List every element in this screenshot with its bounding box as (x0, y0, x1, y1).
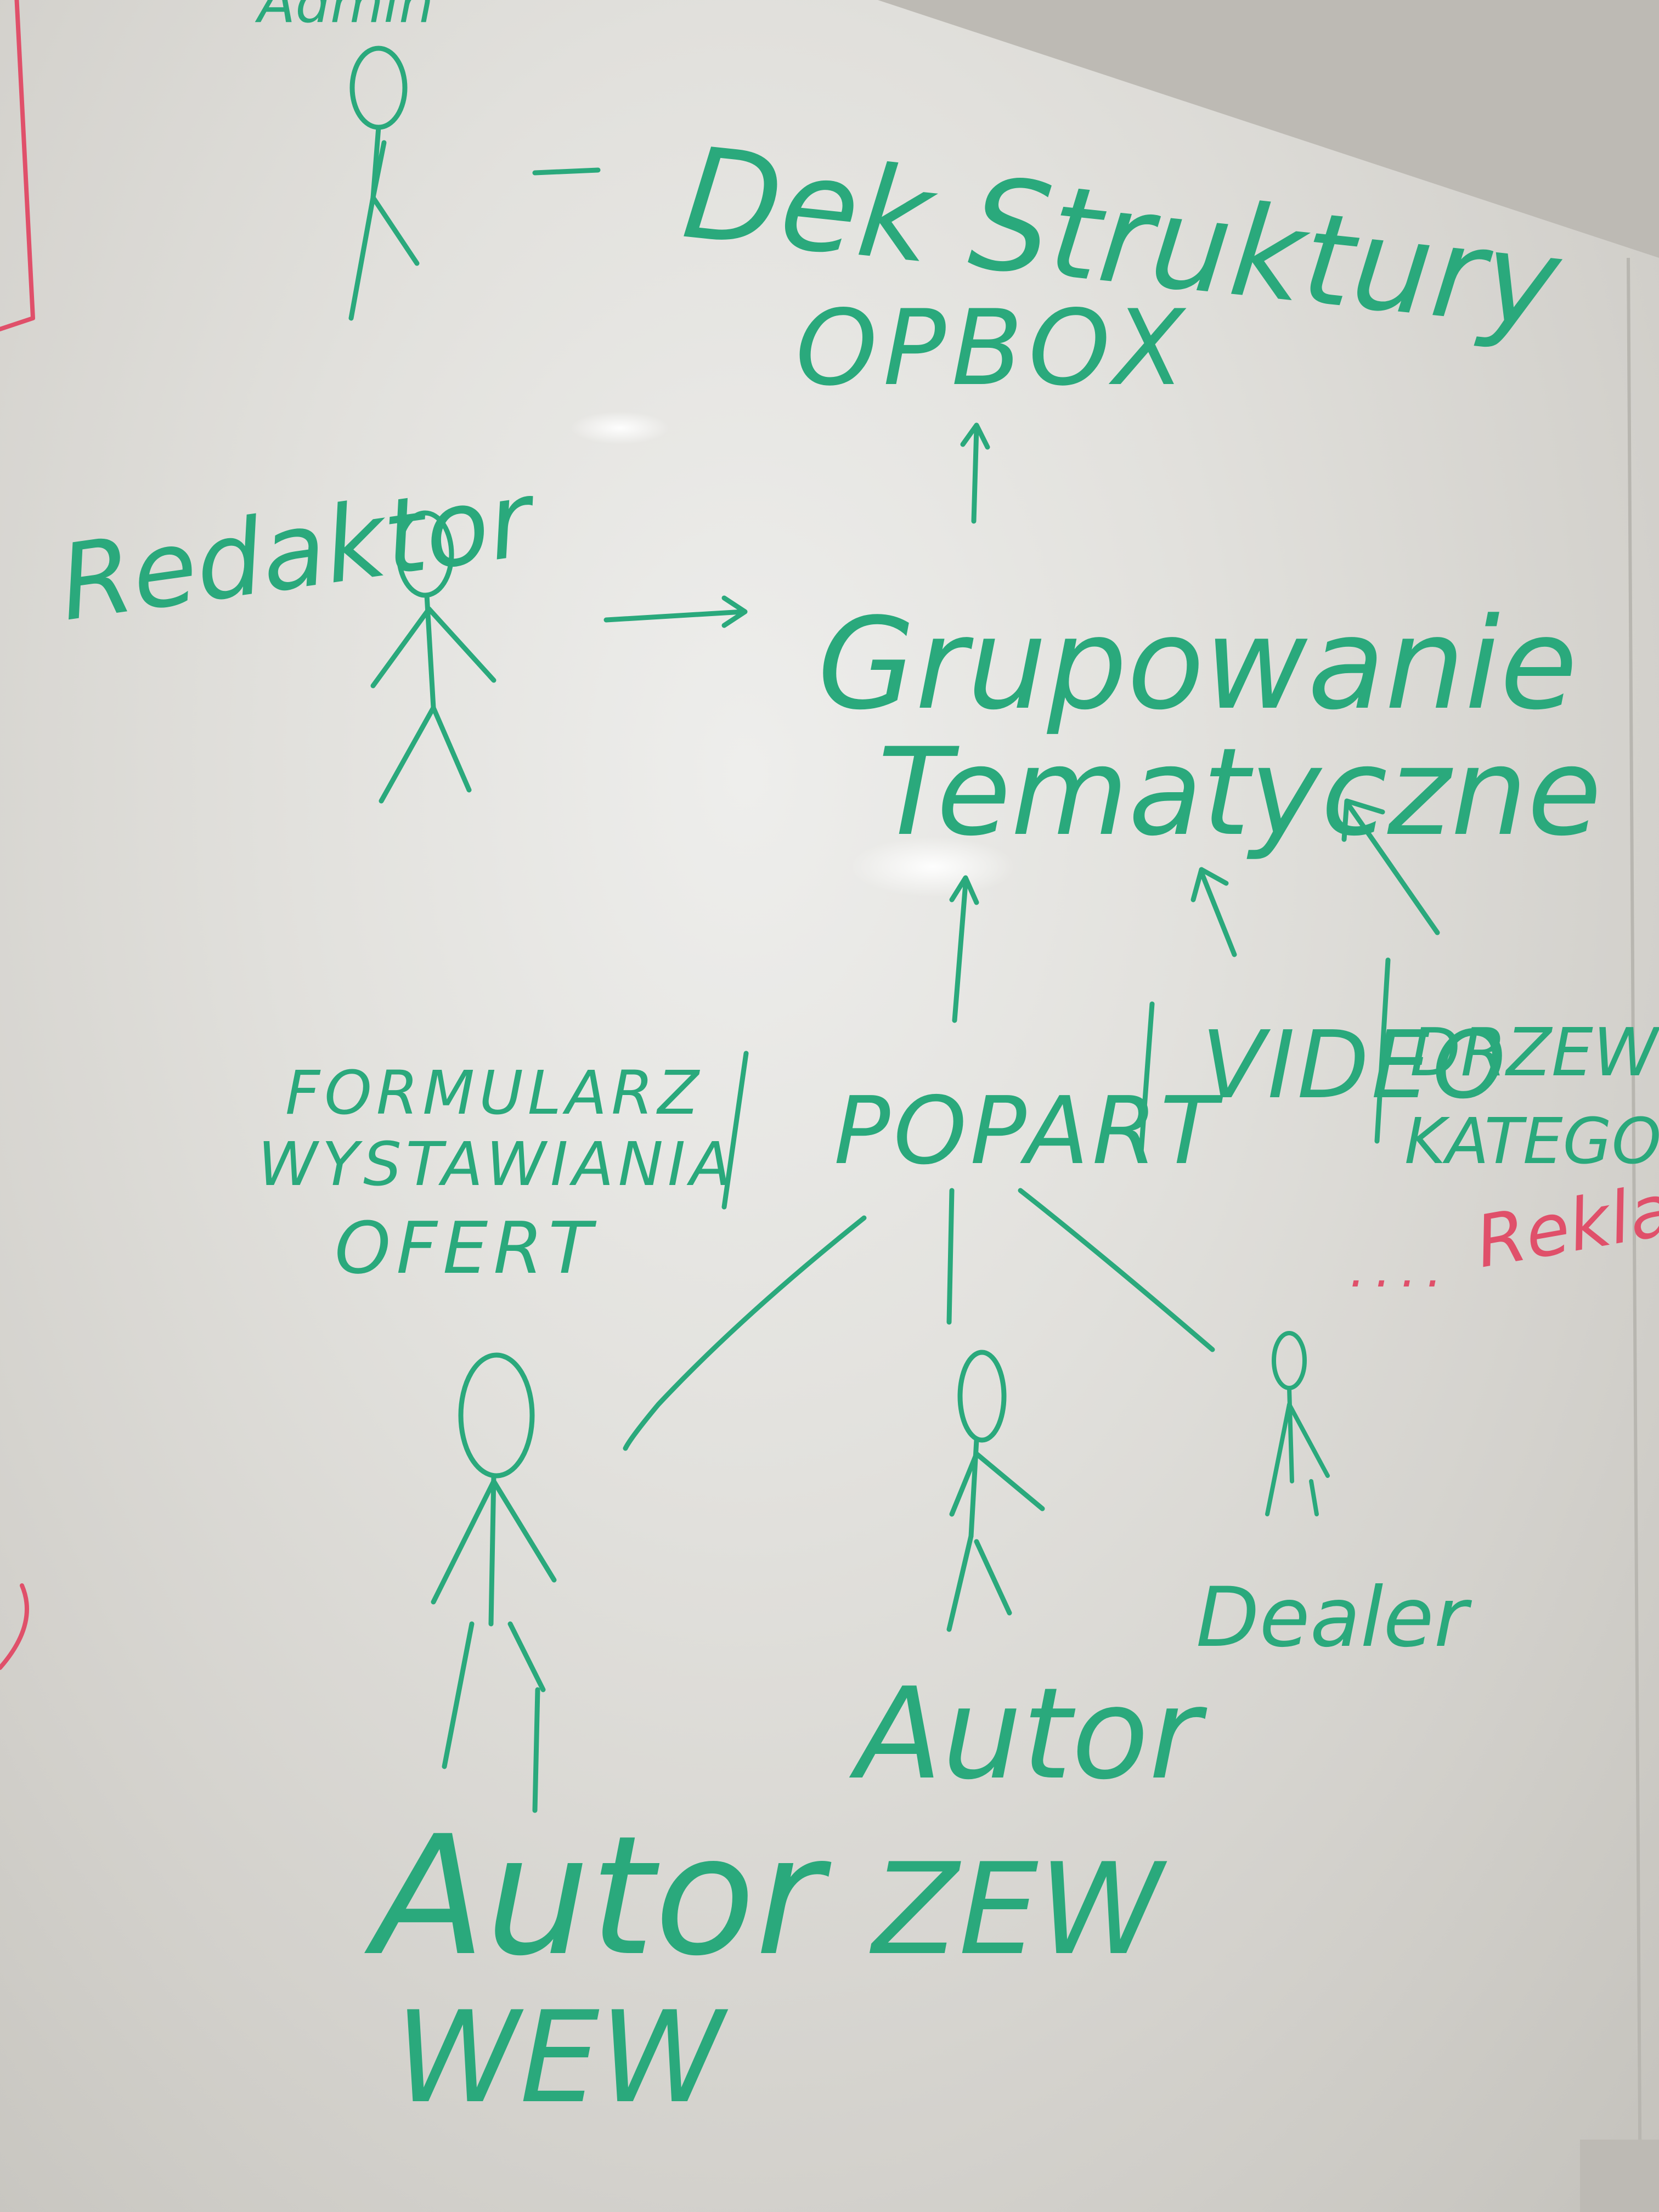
video-label: VIDEO (1201, 1011, 1508, 1120)
opbox-label: OPBOX (795, 287, 1190, 409)
drzewo-label-line2: KATEGORII (1404, 1105, 1659, 1178)
popart-label: POPART (834, 1077, 1223, 1186)
red-marks-left (0, 0, 35, 1670)
redaktor-label: Redaktor (53, 458, 545, 645)
autor-zew-label-line2: ZEW (869, 1837, 1167, 1983)
arrows-into-grouping (949, 798, 1440, 1023)
admin-stick-figure (348, 46, 420, 321)
dealer-label: Dealer (1196, 1570, 1472, 1666)
drzewo-label-line1: DRZEWO (1410, 1015, 1659, 1091)
autor-wew-stick-figure (431, 1352, 557, 1813)
admin-label: Admin (255, 0, 433, 35)
reklama-dots: .... (1350, 1241, 1452, 1299)
autor-zew-stick-figure (946, 1350, 1045, 1632)
redaktor-stick-figure (370, 510, 496, 804)
autor-zew-label-line1: Autor (849, 1661, 1207, 1808)
arrow-to-opbox (960, 422, 990, 524)
grouping-label: Grupowanie (817, 591, 1578, 738)
ceiling-light-reflection (850, 837, 1015, 897)
autor-wew-label-line1: Autor (363, 1801, 832, 1992)
ceiling-light-reflection (571, 411, 669, 444)
arrow-redaktor-to-grouping (603, 595, 748, 628)
formularz-label-line1: FORMULARZ (285, 1058, 703, 1128)
dealer-stick-figure (1265, 1331, 1330, 1516)
formularz-label-line2: WYSTAWIANIA (258, 1129, 736, 1199)
autor-wew-label-line2: WEW (395, 1985, 729, 2131)
admin-connector-dash (532, 167, 601, 176)
board-frame (571, 0, 1659, 2212)
popart-to-actors-lines (623, 1188, 1215, 1451)
thematic-label: Tematyczne (878, 722, 1601, 862)
source-separators (721, 957, 1391, 1210)
formularz-label-line3: OFERT (335, 1206, 597, 1290)
